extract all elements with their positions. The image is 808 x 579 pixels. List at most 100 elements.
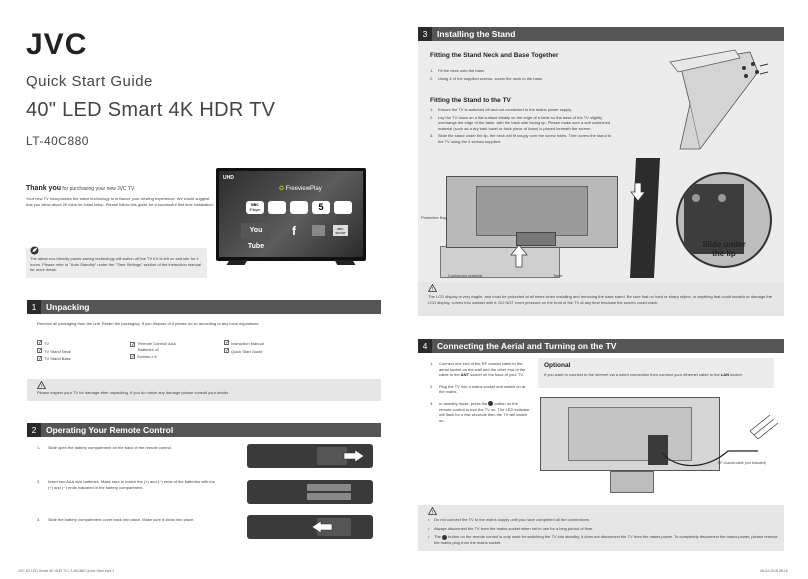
stand-steps-2: 1.Ensure the TV is switched off and not … [430,107,616,145]
iplayer-label: iPlayer [249,208,261,212]
app-five: 5 [312,201,330,214]
warning-item: Always disconnect the TV from the mains … [428,526,780,532]
stand-assembly-illustration [669,49,769,150]
slide-arrow-icon [343,449,365,463]
tv-back-slot [516,232,556,246]
section-2-header: 2 Operating Your Remote Control [27,423,381,437]
section-4-number: 4 [418,339,432,353]
guide-subtitle: Quick Start Guide [26,73,153,90]
stand-step: 2.Lay the TV down on a flat surface idea… [430,114,611,131]
app-bbc-sport: BBC SPORT [333,225,348,236]
optional-box: Optional If you want to connect to the i… [538,358,774,388]
warning-icon: ! [428,507,437,515]
bbc-label: BBC [251,203,259,207]
product-title: 40" LED Smart 4K HDR TV [26,99,276,121]
remote-illustration-2 [247,480,373,504]
unpack-item: ✓Screws x 8 [130,353,157,360]
eco-note-box: The latest eco-friendly power-saving tec… [26,246,207,278]
brand-logo: JVC [26,28,88,61]
stand-warning-text: The LCD display is very fragile, and mus… [428,294,772,305]
unpack-item: ✓Quick Start Guide [224,348,263,355]
svg-text:!: ! [41,384,42,389]
zoom-screw-hole [718,194,726,202]
optional-text: If you want to connect to the internet v… [544,372,743,377]
intro-paragraph: Your new TV incorporates the latest tech… [26,196,214,207]
aerial-steps: 1.Connect one end of the RF coaxial cabl… [430,361,530,423]
label-table: Table [553,273,563,278]
checkbox-icon: ✓ [130,342,136,348]
footer-right: 06-04-2018 08:16 [760,569,788,573]
remote-step-3: 3.Slide the battery compartment cover ba… [37,517,195,522]
section-1-title: Unpacking [46,302,90,312]
table-surface [440,246,560,278]
app-tile [268,201,286,214]
svg-text:!: ! [432,287,433,292]
eco-leaf-icon [30,246,39,255]
label-cushioned-material: Cushioned material [447,273,483,278]
stand-step: 1.Ensure the TV is switched off and not … [430,107,573,112]
remote-step-2: 2.Insert two AAA size batteries. Make su… [37,479,215,490]
checkbox-icon: ✓ [37,355,43,362]
thank-you: Thank you [26,185,62,192]
aerial-step: 3.In standby mode, press the button on t… [430,400,530,423]
unpacking-intro: Remove all packaging from the unit. Reta… [37,321,260,326]
section-1-number: 1 [27,300,41,314]
section-4-header: 4 Connecting the Aerial and Turning on t… [418,339,784,353]
unpack-item: ✓Remote Control/ AAA Batteries x2 [130,341,176,352]
freeview-icon: ✪ [279,186,285,192]
stand-base-connection [610,471,654,493]
stand-step: 2.Using 4 of the supplied screws, screw … [430,75,544,81]
slide-down-arrow-icon [630,182,646,202]
battery-cover [317,518,351,536]
app-facebook: f [292,224,296,238]
stand-neck-side [630,158,660,278]
section-4-title: Connecting the Aerial and Turning on the… [437,341,617,351]
app-tile [334,201,352,214]
unpack-item: ✓TV [37,340,50,347]
aerial-warning-box: ! Do not connect the TV to the mains sup… [418,505,784,551]
warning-icon: ! [37,381,46,389]
thank-you-rest: for purchasing your new JVC TV. [61,186,136,192]
battery-cover [317,447,347,465]
section-1-header: 1 Unpacking [27,300,381,314]
tv-back-illustration [440,172,624,282]
warning-item: The button on the remote control is only… [428,534,780,545]
up-arrow-icon [510,244,528,268]
unpacking-warning-text: Please inspect your TV for damage after … [37,390,230,395]
section-3-title: Installing the Stand [437,29,516,39]
battery-slot [307,493,351,500]
lip-detail-illustration: Slide under the lip [630,158,780,278]
optional-title: Optional [544,362,571,369]
tv-foot-left [226,260,248,265]
stand-warning-box: ! The LCD display is very fragile, and m… [418,282,784,316]
eco-note-text: The latest eco-friendly power-saving tec… [30,256,201,273]
section-3-number: 3 [418,27,432,41]
rf-cable-label: RF coaxial cable (not included) [718,461,767,465]
section-2-number: 2 [27,423,41,437]
unpacking-list-col1: ✓TV ✓TV Stand Neck ✓TV Stand Base [37,340,117,362]
warning-item: Do not connect the TV to the mains suppl… [428,517,780,523]
checkbox-icon: ✓ [37,348,43,355]
freeview-label: FreeviewPlay [285,186,322,192]
tv-foot-right [334,260,356,265]
slide-back-arrow-icon [311,520,333,534]
app-tile [290,201,308,214]
footer-left: JVC 40' LED Smart 4K HDR TV LT-40C880 Qu… [18,569,115,573]
section-3-header: 3 Installing the Stand [418,27,784,41]
unpacking-list-col3: ✓Instruction Manual ✓Quick Start Guide [224,340,304,355]
zoom-screw-hole [692,194,700,202]
remote-illustration-3 [247,515,373,539]
app-youtube: You Tube [241,223,271,250]
aerial-cable-icon [661,414,779,467]
power-icon [442,534,448,540]
section-2-title: Operating Your Remote Control [46,425,174,435]
app-tile [312,225,325,236]
remote-illustration-1 [247,444,373,468]
intro-text: Thank you for purchasing your new JVC TV… [26,185,212,193]
zoom-circle [676,172,772,268]
battery-slot [307,484,351,491]
tv-back-panel [476,186,588,236]
